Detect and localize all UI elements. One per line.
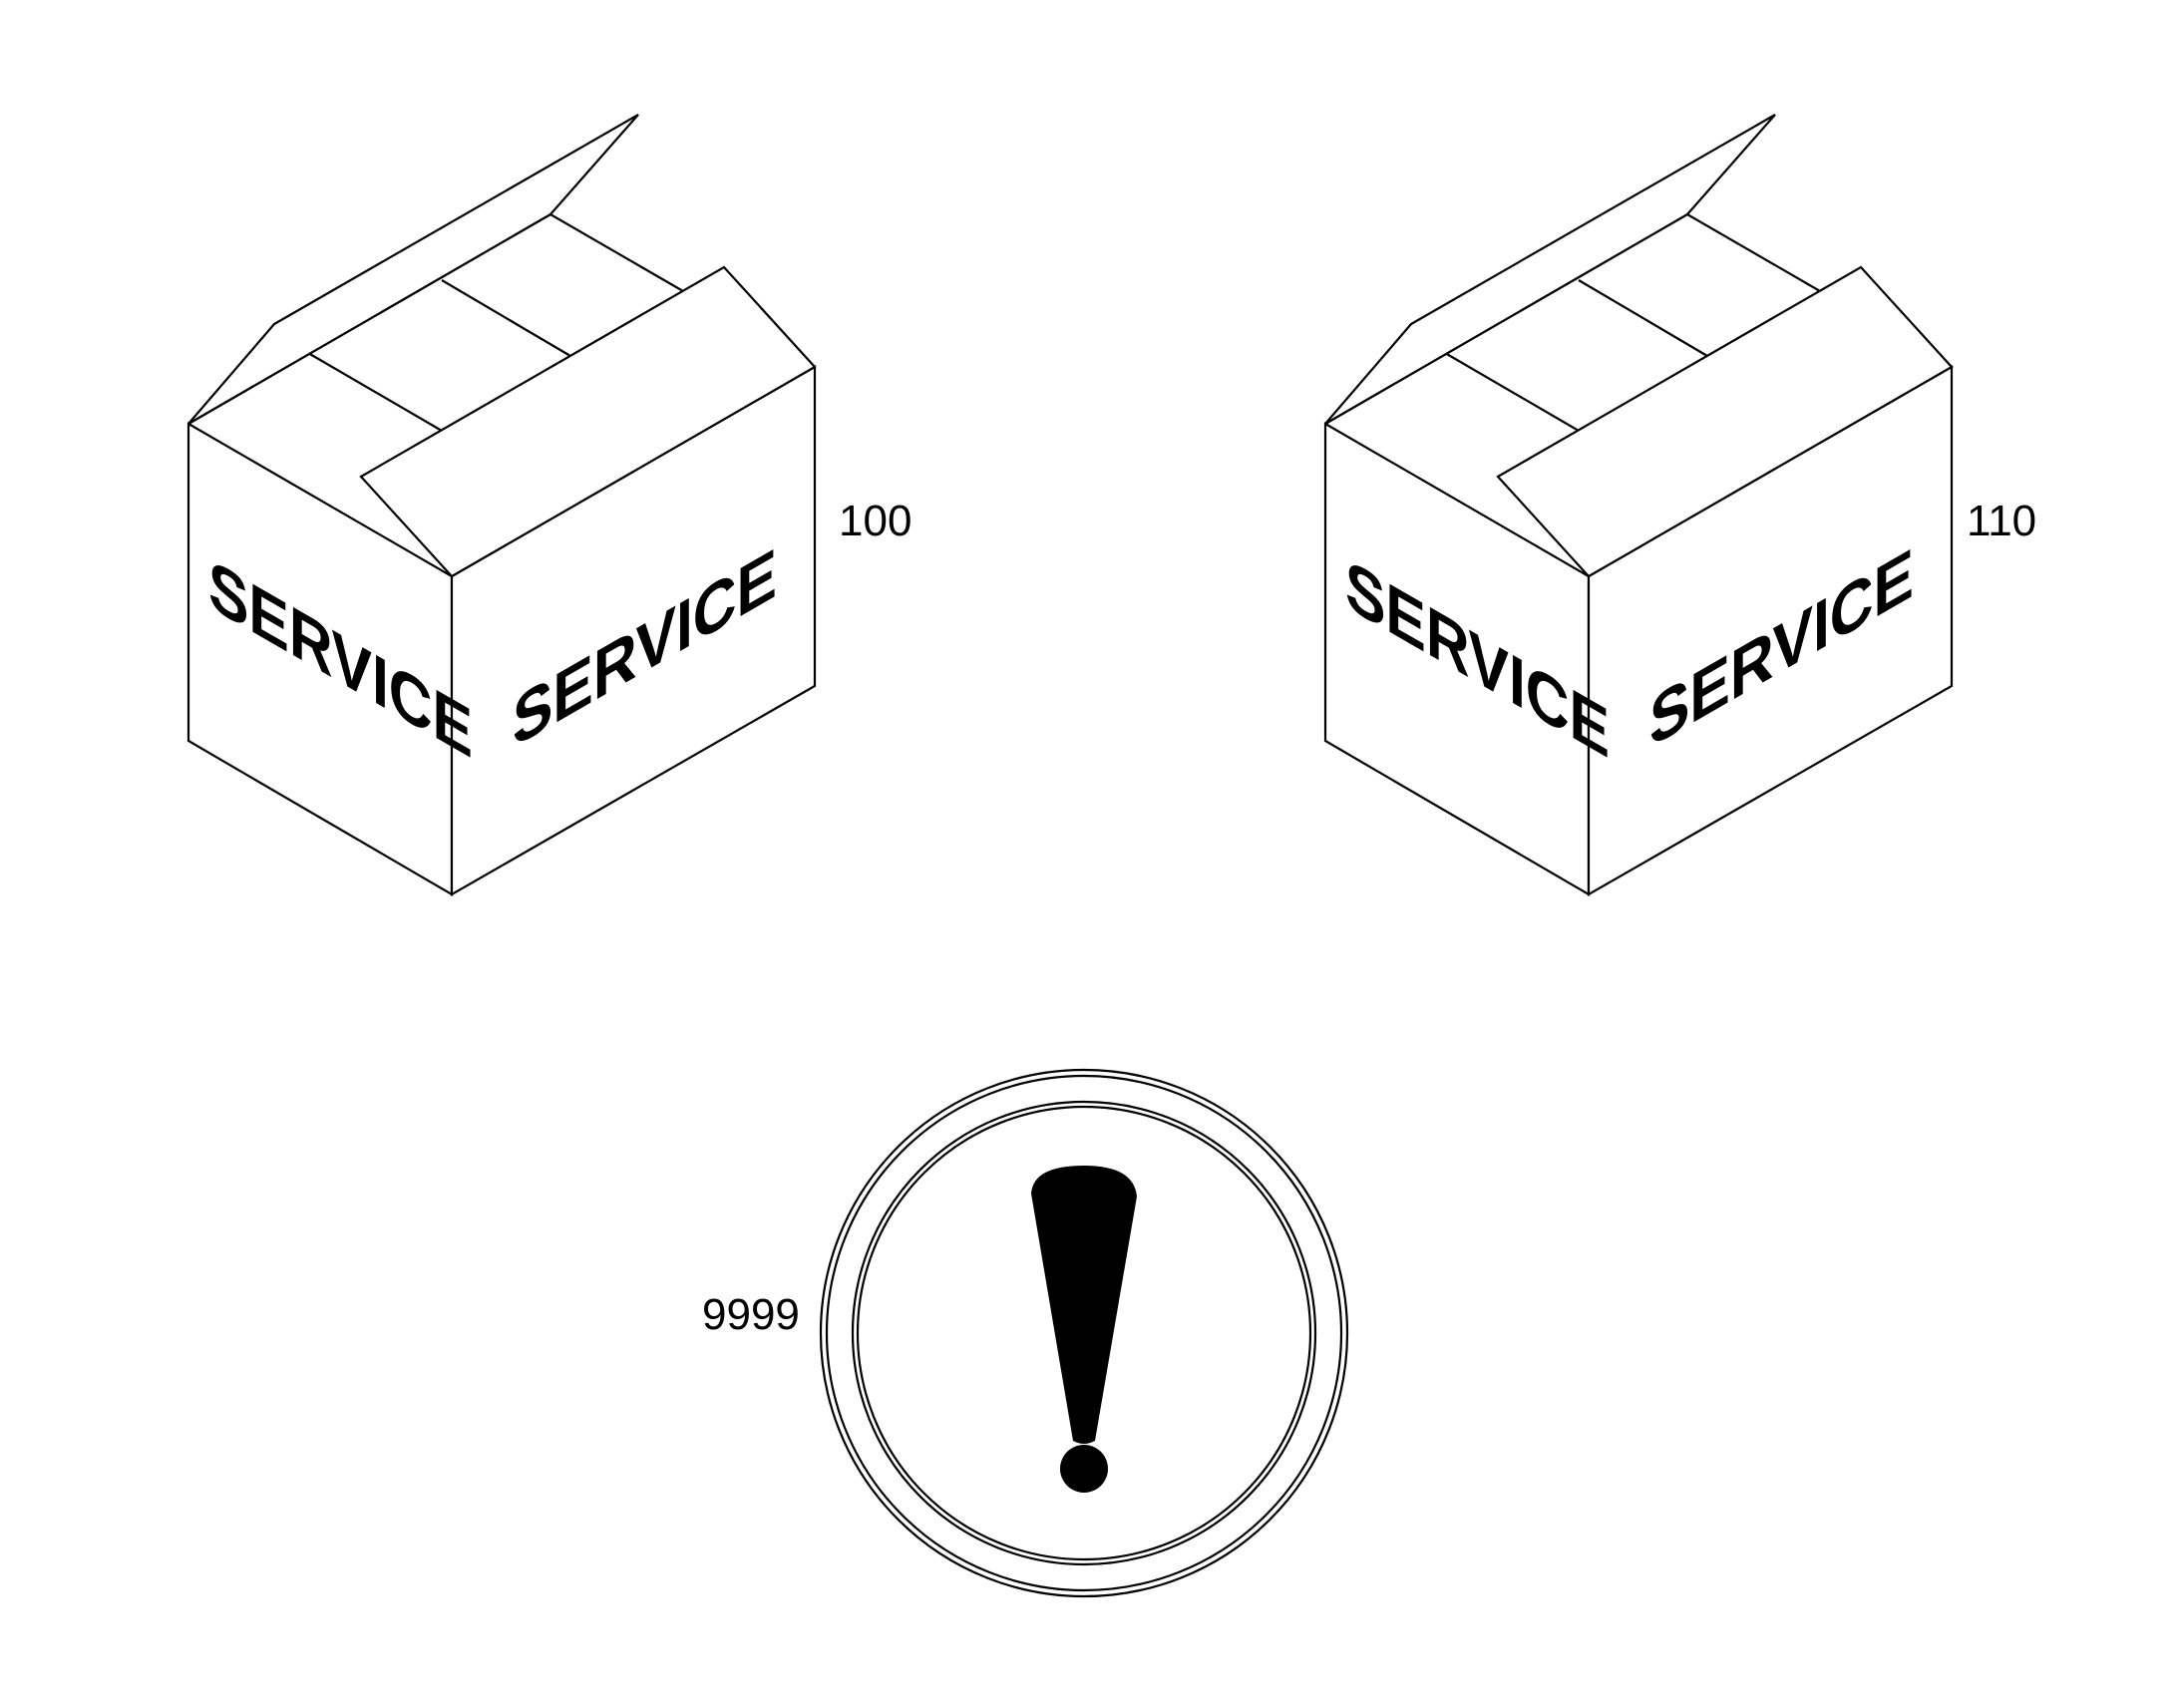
reference-numeral-110: 110 bbox=[1967, 497, 2036, 545]
outer-ring-inner-line bbox=[825, 1074, 1343, 1592]
warning-symbol: 9999 bbox=[702, 1068, 1349, 1598]
box-back-flap bbox=[187, 114, 639, 425]
box-top-seam bbox=[1444, 352, 1580, 432]
exclamation-bar bbox=[1031, 1166, 1137, 1444]
inner-ring bbox=[851, 1100, 1317, 1566]
box-front-flap bbox=[359, 265, 817, 578]
reference-numeral-100: 100 bbox=[839, 497, 911, 545]
box-top-seam-far bbox=[1578, 279, 1708, 357]
box-front-flap bbox=[1496, 265, 1954, 578]
exclamation-dot bbox=[1060, 1445, 1108, 1493]
box-top-seam bbox=[307, 352, 443, 432]
exclamation-mark-icon bbox=[1031, 1166, 1137, 1493]
shipping-box-100: SERVICE SERVICE 100 bbox=[186, 114, 911, 896]
outer-ring bbox=[819, 1068, 1349, 1598]
reference-numeral-9999: 9999 bbox=[702, 1290, 800, 1339]
shipping-box-110: SERVICE SERVICE 110 bbox=[1323, 114, 2036, 896]
inner-ring-inner-line bbox=[856, 1105, 1312, 1561]
box-back-flap bbox=[1324, 114, 1776, 425]
box-top-seam-far bbox=[441, 279, 571, 357]
